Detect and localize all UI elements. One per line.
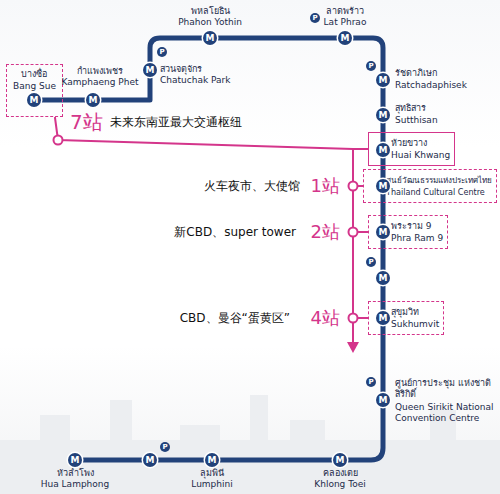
station-label: พหลโยธิน: [191, 6, 230, 17]
station-label: หัวลำโพง: [57, 468, 94, 479]
station-label: Hua Lamphong: [41, 479, 109, 490]
parking-icon: P: [160, 442, 170, 452]
station-label: Queen Sirikit National Convention Centre: [395, 402, 495, 424]
station-name: Bang Sue: [13, 80, 56, 92]
station-label: Khlong Toei: [314, 479, 365, 490]
station-label: ลาดพร้าว: [326, 6, 364, 17]
annotation: 未来东南亚最大交通枢纽: [110, 114, 242, 130]
metro-icon: M: [376, 143, 390, 157]
station-name-thai: พระราม 9: [391, 220, 443, 232]
metro-icon: M: [205, 453, 219, 467]
station-label: Sutthisan: [395, 115, 438, 126]
branch-dot: [349, 314, 358, 323]
parking-icon: P: [157, 47, 167, 57]
annotation: CBD、曼谷“蛋黄区”: [180, 310, 290, 326]
station-name-thai: สุขุมวิท: [391, 306, 439, 318]
parking-icon: P: [366, 377, 376, 387]
station-label: รัชดาภิเษก: [395, 68, 437, 79]
station-label: ลุมพินี: [200, 468, 224, 479]
station-name: Thailand Cultural Centre: [386, 186, 492, 198]
branch-dot: [349, 182, 358, 191]
metro-icon: M: [333, 453, 347, 467]
metro-icon: M: [203, 31, 217, 45]
station-box: บางซื่อBang Sue: [6, 64, 63, 117]
metro-icon: M: [376, 73, 390, 87]
metro-icon: M: [338, 31, 352, 45]
station-label: กำแพงเพชร: [77, 66, 123, 77]
metro-icon: M: [143, 453, 157, 467]
station-name-thai: ห้วยขวาง: [391, 137, 450, 149]
annotation: 新CBD、super tower: [174, 224, 296, 240]
station-label: Phahon Yothin: [178, 17, 242, 28]
metro-line: [34, 38, 383, 460]
metro-icon: M: [376, 311, 390, 325]
station-name-thai: ศูนย์วัฒนธรรมแห่งประเทศไทย: [386, 174, 492, 186]
metro-icon: M: [68, 453, 82, 467]
annotation: 火车夜市、大使馆: [204, 178, 300, 194]
metro-icon: M: [86, 93, 100, 107]
pink-connector: [353, 149, 368, 186]
station-label: Kamphaeng Phet: [62, 77, 139, 88]
branch-dot: [349, 228, 358, 237]
station-label: สวนจตุจักร: [160, 64, 202, 75]
station-name-thai: บางซื่อ: [13, 68, 56, 80]
callout-number: 4站: [311, 307, 340, 329]
metro-icon: M: [376, 179, 390, 193]
station-name: Sukhumvit: [391, 318, 439, 330]
station-label: สุทธิสาร: [395, 103, 426, 114]
metro-icon: M: [27, 93, 41, 107]
parking-icon: P: [366, 61, 376, 71]
skyline: [0, 395, 500, 494]
metro-icon: M: [143, 63, 157, 77]
station-label: Ratchadaphisek: [395, 80, 467, 91]
station-label: ศูนย์การประชุม แห่งชาติสิริกิติ์: [395, 378, 495, 400]
station-label: Lumphini: [191, 479, 232, 490]
pink-arrow-head: [347, 342, 359, 353]
parking-icon: P: [366, 257, 376, 267]
metro-icon: M: [376, 108, 390, 122]
metro-icon: M: [376, 393, 390, 407]
station-name: Phra Ram 9: [391, 232, 443, 244]
parking-icon: P: [310, 13, 320, 23]
station-label: Chatuchak Park: [160, 75, 230, 86]
station-label: Lat Phrao: [324, 17, 367, 28]
pink-arrow-line: [352, 320, 354, 344]
branch-dot: [54, 136, 63, 145]
station-name: Huai Khwang: [391, 149, 450, 161]
metro-icon: M: [376, 225, 390, 239]
station-label: คลองเตย: [323, 468, 358, 479]
metro-icon: M: [376, 271, 390, 285]
callout-number: 7站: [70, 110, 103, 134]
callout-number: 2站: [311, 221, 340, 243]
callout-number: 1站: [311, 175, 340, 197]
